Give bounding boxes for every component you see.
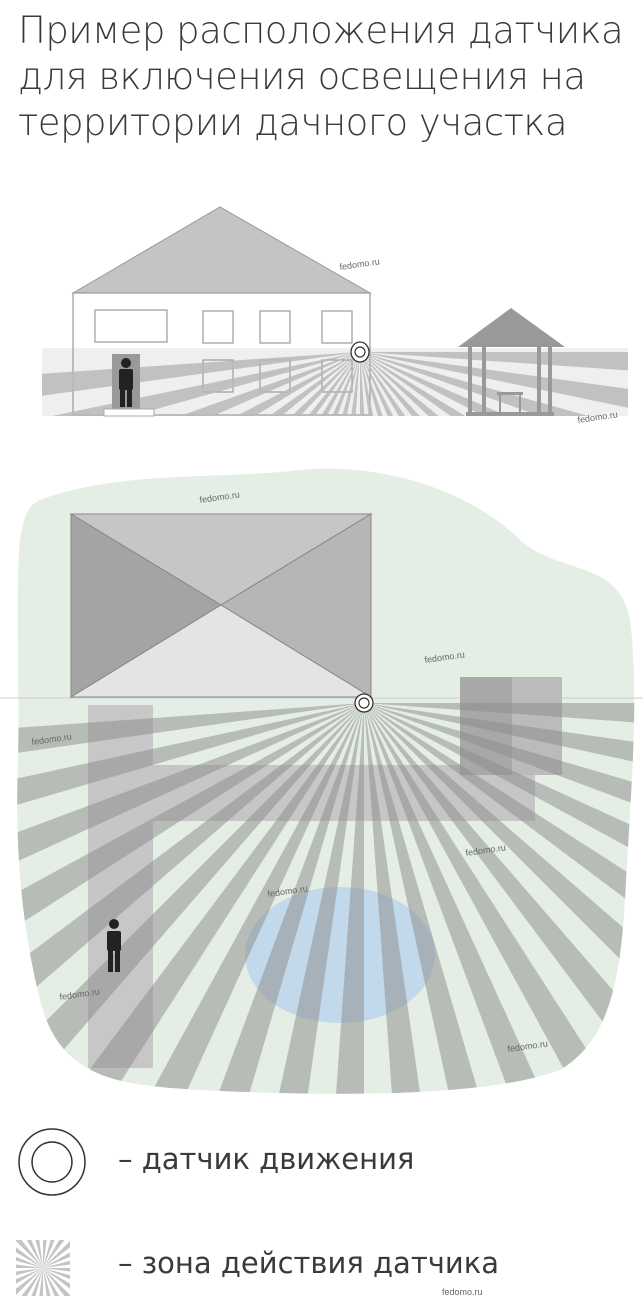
sensor-zone-ray — [43, 1240, 47, 1268]
sensor-zone-ray — [16, 1240, 43, 1268]
sensor-zone-ray — [364, 703, 635, 741]
legend-zone-label: – зона действия датчика — [118, 1246, 499, 1280]
sensor-zone-ray — [364, 703, 635, 814]
sensor-zone-ray — [364, 703, 635, 1094]
motion-sensor-icon — [350, 341, 370, 363]
sensor-zone-ray — [182, 703, 364, 1094]
sensor-zone-ray — [364, 703, 511, 1094]
house-roof-plan — [69, 513, 373, 698]
sensor-zone-ray — [360, 352, 628, 408]
sensor-zone-ray — [179, 352, 360, 416]
sensor-zone-ray — [360, 352, 589, 416]
sensor-zone-ray — [17, 703, 364, 920]
sensor-zone-ray — [364, 703, 635, 885]
sensor-zone-ray — [16, 1268, 43, 1284]
title-line-1: Пример расположения датчика — [18, 9, 624, 52]
plan-view-diagram: fedomo.ru fedomo.ru fedomo.ru fedomo.ru … — [0, 468, 643, 1094]
door-step — [103, 408, 155, 417]
sensor-zone-ray — [351, 352, 360, 416]
sensor-zone-ray — [43, 1268, 51, 1296]
sensor-zone-ray — [17, 703, 364, 1044]
watermark: fedomo.ru — [339, 256, 381, 272]
page-title: Пример расположения датчика для включени… — [18, 8, 643, 146]
sensor-zone-ray — [360, 352, 383, 416]
sensor-zone-ray — [43, 1241, 70, 1268]
sensor-zone-ray — [360, 352, 365, 416]
sensor-zone-ray — [17, 703, 364, 778]
watermark: fedomo.ru — [442, 1287, 483, 1297]
sensor-zone-ray — [43, 1268, 70, 1296]
sensor-zone-ray — [236, 352, 360, 416]
sensor-zone-ray — [35, 1240, 43, 1268]
sensor-zone-ray — [291, 352, 360, 416]
sensor-zone-ray — [43, 1252, 70, 1268]
sensor-zone-ray — [307, 352, 360, 416]
person-icon — [119, 358, 133, 407]
house-roof — [71, 206, 372, 294]
sensor-zone-ray — [16, 1268, 43, 1295]
sensor-zone-ray — [269, 352, 360, 416]
sensor-zone-ray — [321, 352, 360, 416]
sensor-zone-ray — [364, 703, 635, 953]
sensor-zone-ray — [360, 352, 406, 416]
sensor-zone-ray — [16, 1264, 43, 1268]
sensor-zone-ray — [16, 1268, 43, 1276]
sensor-zone-ray — [43, 1240, 55, 1268]
sensor-zone-ray — [17, 703, 364, 1094]
person-icon — [107, 919, 121, 972]
sensor-zone-ray — [43, 1260, 70, 1268]
gazebo — [458, 308, 565, 416]
sensor-zone-ray — [364, 703, 581, 1094]
sensor-zone-ray — [43, 1268, 70, 1289]
legend-sensor-label: – датчик движения — [118, 1142, 415, 1176]
sensor-zone-ray — [253, 703, 364, 1094]
sensor-zone-ray — [43, 1268, 70, 1272]
sensor-zone-ray — [332, 352, 360, 416]
side-view-diagram: fedomo.ru fedomo.ru — [42, 206, 628, 425]
sensor-zone-ray — [17, 703, 364, 850]
watermark-overlay: fedomo.ru — [442, 1287, 483, 1297]
sensor-zone-ray — [360, 352, 374, 416]
sensor-zone-ray — [342, 352, 360, 416]
legend-zone-icon — [16, 1240, 70, 1296]
title-line-2: для включения освещения на — [18, 55, 586, 98]
sensor-zone-ray — [16, 1247, 43, 1268]
motion-sensor-icon — [354, 693, 374, 713]
sensor-zone-ray — [52, 703, 364, 1094]
sensor-zone-ray — [31, 1268, 43, 1296]
sensor-zone-ray — [360, 352, 628, 371]
legend-sensor-icon — [18, 1128, 86, 1196]
sensor-zone-ray — [114, 703, 364, 1094]
sensor-zone-ray — [364, 703, 635, 1015]
title-line-3: территории дачного участка — [18, 101, 568, 144]
sensor-zone-ray — [326, 703, 364, 1094]
sensor-zone-ray — [364, 703, 635, 1071]
sensor-zone-ray — [39, 1268, 43, 1296]
sensor-zone-ray — [360, 352, 394, 416]
